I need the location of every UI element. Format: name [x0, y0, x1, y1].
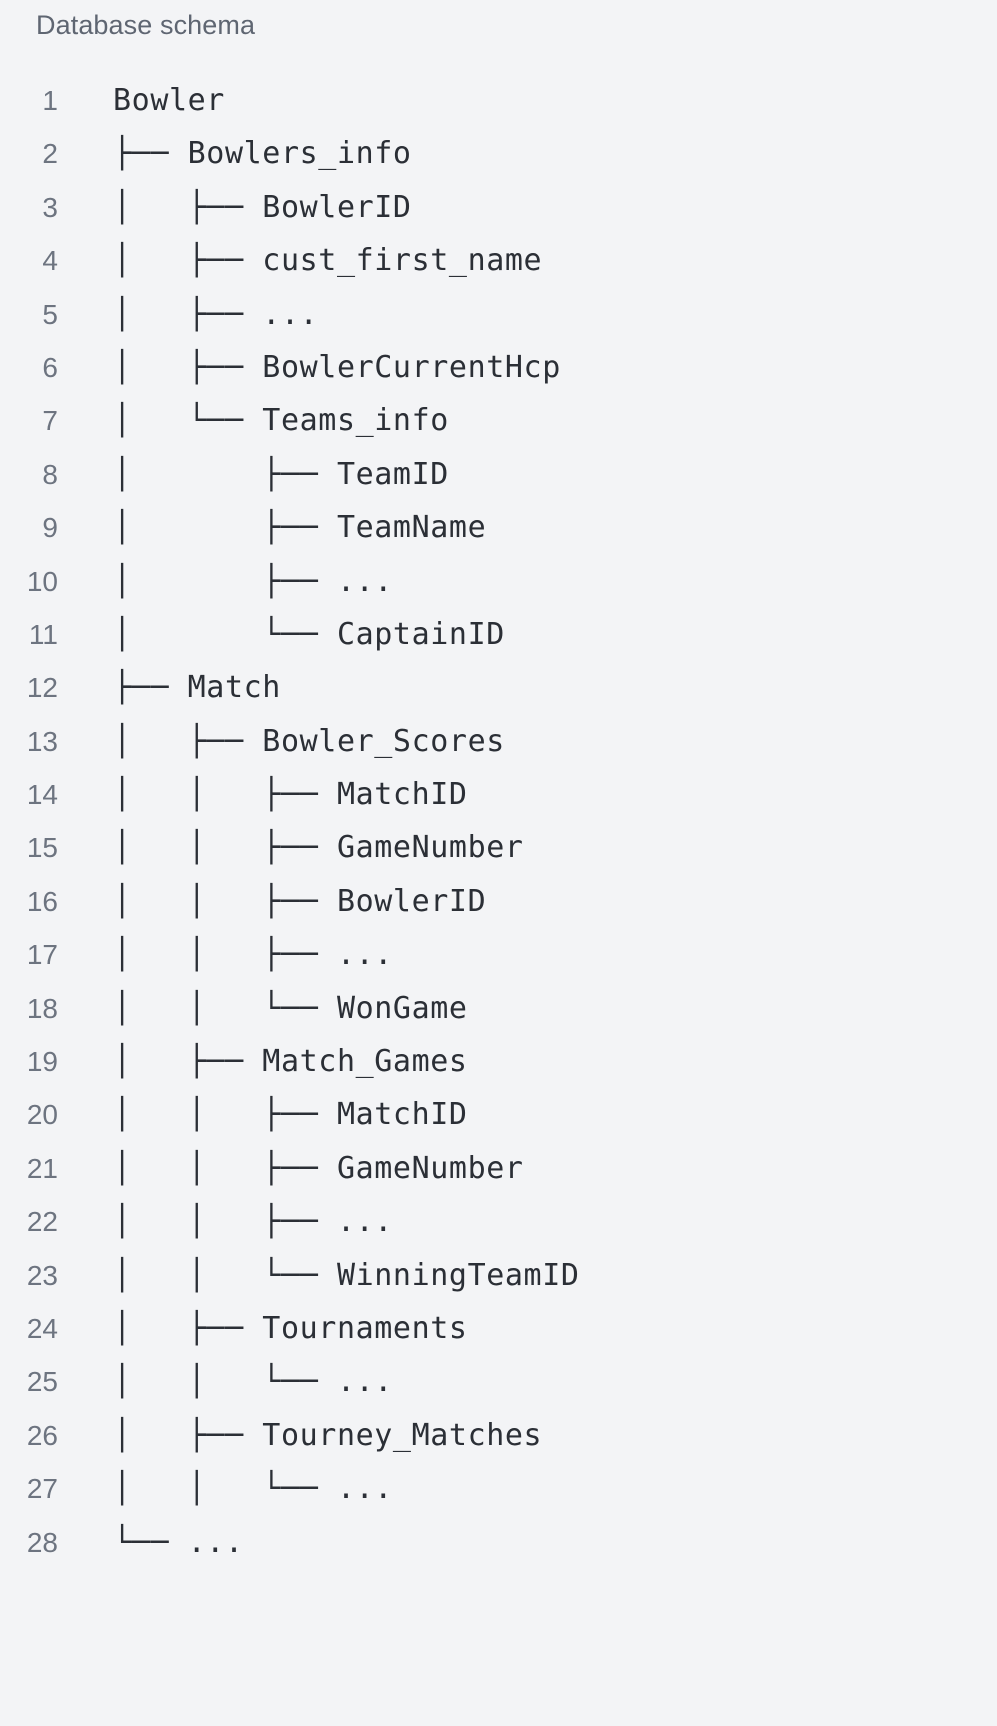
schema-tree-line: │ │ └── ...	[113, 1364, 393, 1400]
schema-tree-line: │ │ ├── MatchID	[113, 777, 468, 813]
code-line: 3 │ ├── BowlerID	[0, 181, 997, 234]
code-line: 5 │ ├── ...	[0, 288, 997, 341]
code-line: 12 ├── Match	[0, 661, 997, 714]
line-number: 8	[42, 458, 58, 490]
code-line: 11 │ └── CaptainID	[0, 608, 997, 661]
schema-tree-line: │ │ └── WinningTeamID	[113, 1257, 580, 1293]
code-line: 16 │ │ ├── BowlerID	[0, 875, 997, 928]
code-line: 27 │ │ └── ...	[0, 1462, 997, 1515]
page-title: Database schema	[36, 10, 256, 40]
line-number: 12	[26, 672, 58, 704]
line-number: 2	[42, 138, 58, 170]
line-number: 10	[26, 565, 58, 597]
code-line: 14 │ │ ├── MatchID	[0, 768, 997, 821]
line-number: 1	[42, 85, 58, 116]
code-line: 25 │ │ └── ...	[0, 1355, 997, 1408]
schema-tree-line: │ │ ├── ...	[113, 1204, 393, 1240]
code-line: 28 └── ...	[0, 1516, 997, 1569]
schema-tree-line: │ ├── ...	[113, 563, 393, 599]
line-number: 15	[26, 832, 58, 864]
schema-tree-line: │ ├── TeamName	[113, 510, 487, 546]
schema-tree-line: │ └── Teams_info	[113, 403, 449, 439]
schema-tree-line: │ ├── BowlerID	[113, 189, 412, 225]
line-number: 9	[42, 512, 58, 544]
line-number: 23	[26, 1259, 58, 1291]
line-number: 28	[26, 1526, 58, 1558]
code-line: 18 │ │ └── WonGame	[0, 982, 997, 1035]
code-line: 26 │ ├── Tourney_Matches	[0, 1409, 997, 1462]
line-number: 25	[26, 1366, 58, 1398]
line-number: 18	[26, 992, 58, 1024]
code-line: 4 │ ├── cust_first_name	[0, 234, 997, 287]
schema-tree-line: │ │ └── WonGame	[113, 990, 468, 1026]
code-line: 24 │ ├── Tournaments	[0, 1302, 997, 1355]
schema-tree-line: │ ├── Tourney_Matches	[113, 1417, 543, 1453]
schema-tree-line: │ ├── Match_Games	[113, 1044, 468, 1080]
line-number: 17	[26, 939, 58, 971]
code-line: 13 │ ├── Bowler_Scores	[0, 715, 997, 768]
schema-tree-line: │ ├── Tournaments	[113, 1310, 468, 1346]
code-line: 22 │ │ ├── ...	[0, 1195, 997, 1248]
line-number: 4	[42, 245, 58, 277]
schema-tree-line: └── ...	[113, 1524, 244, 1560]
line-number: 26	[26, 1419, 58, 1451]
code-line: 21 │ │ ├── GameNumber	[0, 1142, 997, 1195]
line-number: 5	[42, 298, 58, 330]
code-line: 9 │ ├── TeamName	[0, 501, 997, 554]
schema-tree-line: │ │ ├── BowlerID	[113, 883, 487, 919]
code-line: 20 │ │ ├── MatchID	[0, 1088, 997, 1141]
code-line: 15 │ │ ├── GameNumber	[0, 821, 997, 874]
line-number: 11	[28, 618, 58, 650]
line-number: 27	[26, 1473, 58, 1505]
schema-tree-line: │ │ ├── GameNumber	[113, 1150, 524, 1186]
line-number: 3	[42, 191, 58, 223]
code-line: 2 ├── Bowlers_info	[0, 127, 997, 180]
schema-tree-line: │ │ └── ...	[113, 1471, 393, 1507]
schema-tree-line: │ │ ├── ...	[113, 937, 393, 973]
schema-tree-line: │ ├── Bowler_Scores	[113, 723, 505, 759]
line-number: 22	[26, 1206, 58, 1238]
schema-tree-line: │ ├── BowlerCurrentHcp	[113, 349, 561, 385]
line-number: 14	[26, 779, 58, 811]
code-line: 23 │ │ └── WinningTeamID	[0, 1249, 997, 1302]
code-line: 17 │ │ ├── ...	[0, 928, 997, 981]
schema-tree-line: │ └── CaptainID	[113, 616, 505, 652]
code-line: 1 Bowler	[0, 74, 997, 127]
code-line: 8 │ ├── TeamID	[0, 448, 997, 501]
line-number: 16	[26, 885, 58, 917]
schema-tree-line: │ ├── TeamID	[113, 456, 449, 492]
line-number: 21	[26, 1152, 58, 1184]
code-line: 7 │ └── Teams_info	[0, 394, 997, 447]
line-number: 6	[42, 351, 58, 383]
schema-tree-line: Bowler	[113, 83, 225, 118]
schema-tree-line: ├── Bowlers_info	[113, 136, 412, 172]
schema-code-block: 1 Bowler 2 ├── Bowlers_info 3 │ ├── BowlerID 4…	[0, 74, 997, 1569]
line-number: 19	[26, 1046, 58, 1078]
code-line: 19 │ ├── Match_Games	[0, 1035, 997, 1088]
code-line: 6 │ ├── BowlerCurrentHcp	[0, 341, 997, 394]
code-line: 10 │ ├── ...	[0, 555, 997, 608]
line-number: 7	[42, 405, 58, 437]
schema-tree-line: ├── Match	[113, 670, 281, 706]
schema-tree-line: │ ├── cust_first_name	[113, 243, 543, 279]
schema-tree-line: │ ├── ...	[113, 296, 319, 332]
line-number: 24	[26, 1312, 58, 1344]
line-number: 13	[26, 725, 58, 757]
schema-tree-line: │ │ ├── GameNumber	[113, 830, 524, 866]
line-number: 20	[26, 1099, 58, 1131]
schema-tree-line: │ │ ├── MatchID	[113, 1097, 468, 1133]
